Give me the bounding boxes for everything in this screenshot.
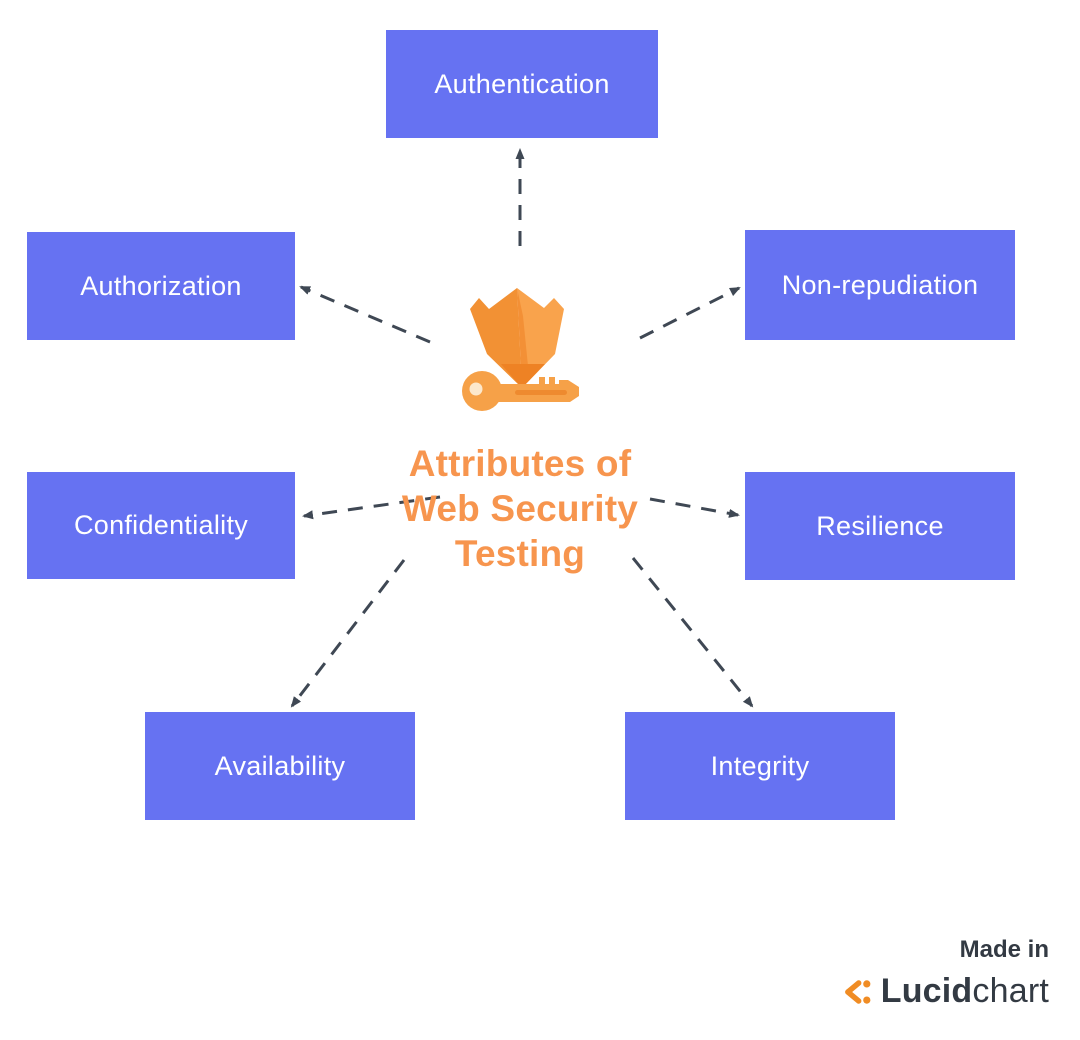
connector-to-availability <box>290 559 406 708</box>
node-label: Non-repudiation <box>781 269 979 300</box>
node-label: Authorization <box>80 270 242 301</box>
node-label: Authentication <box>434 68 610 99</box>
wordmark-lucid: Lucid <box>880 972 973 1010</box>
node-non-repudiation: Non-repudiation <box>745 230 1015 340</box>
connector-to-non-repudiation <box>639 286 741 340</box>
lucid-logo-icon <box>844 979 871 1004</box>
diagram-title: Attributes of Web Security Testing <box>355 441 685 576</box>
lucidchart-branding: Made in Lucidchart <box>749 936 1049 1011</box>
node-availability: Availability <box>145 712 415 820</box>
made-in-label: Made in <box>959 936 1049 963</box>
connector-to-integrity <box>631 557 754 708</box>
node-label: Integrity <box>710 750 810 781</box>
node-integrity: Integrity <box>625 712 895 820</box>
node-authentication: Authentication <box>386 30 658 138</box>
node-authorization: Authorization <box>27 232 295 340</box>
diagram-title-line-1: Attributes of <box>408 443 632 484</box>
node-label: Confidentiality <box>73 510 249 540</box>
node-label: Availability <box>214 750 346 781</box>
node-confidentiality: Confidentiality <box>27 472 295 579</box>
wordmark-chart: chart <box>972 972 1049 1010</box>
shield-key-icon <box>457 276 587 416</box>
diagram-title-line-2: Web Security <box>401 488 639 529</box>
node-resilience: Resilience <box>745 472 1015 580</box>
connector-to-authorization <box>299 285 431 344</box>
node-label: Resilience <box>816 510 944 541</box>
diagram-title-line-3: Testing <box>454 533 586 574</box>
lucidchart-wordmark: Lucidchart <box>881 972 1049 1011</box>
